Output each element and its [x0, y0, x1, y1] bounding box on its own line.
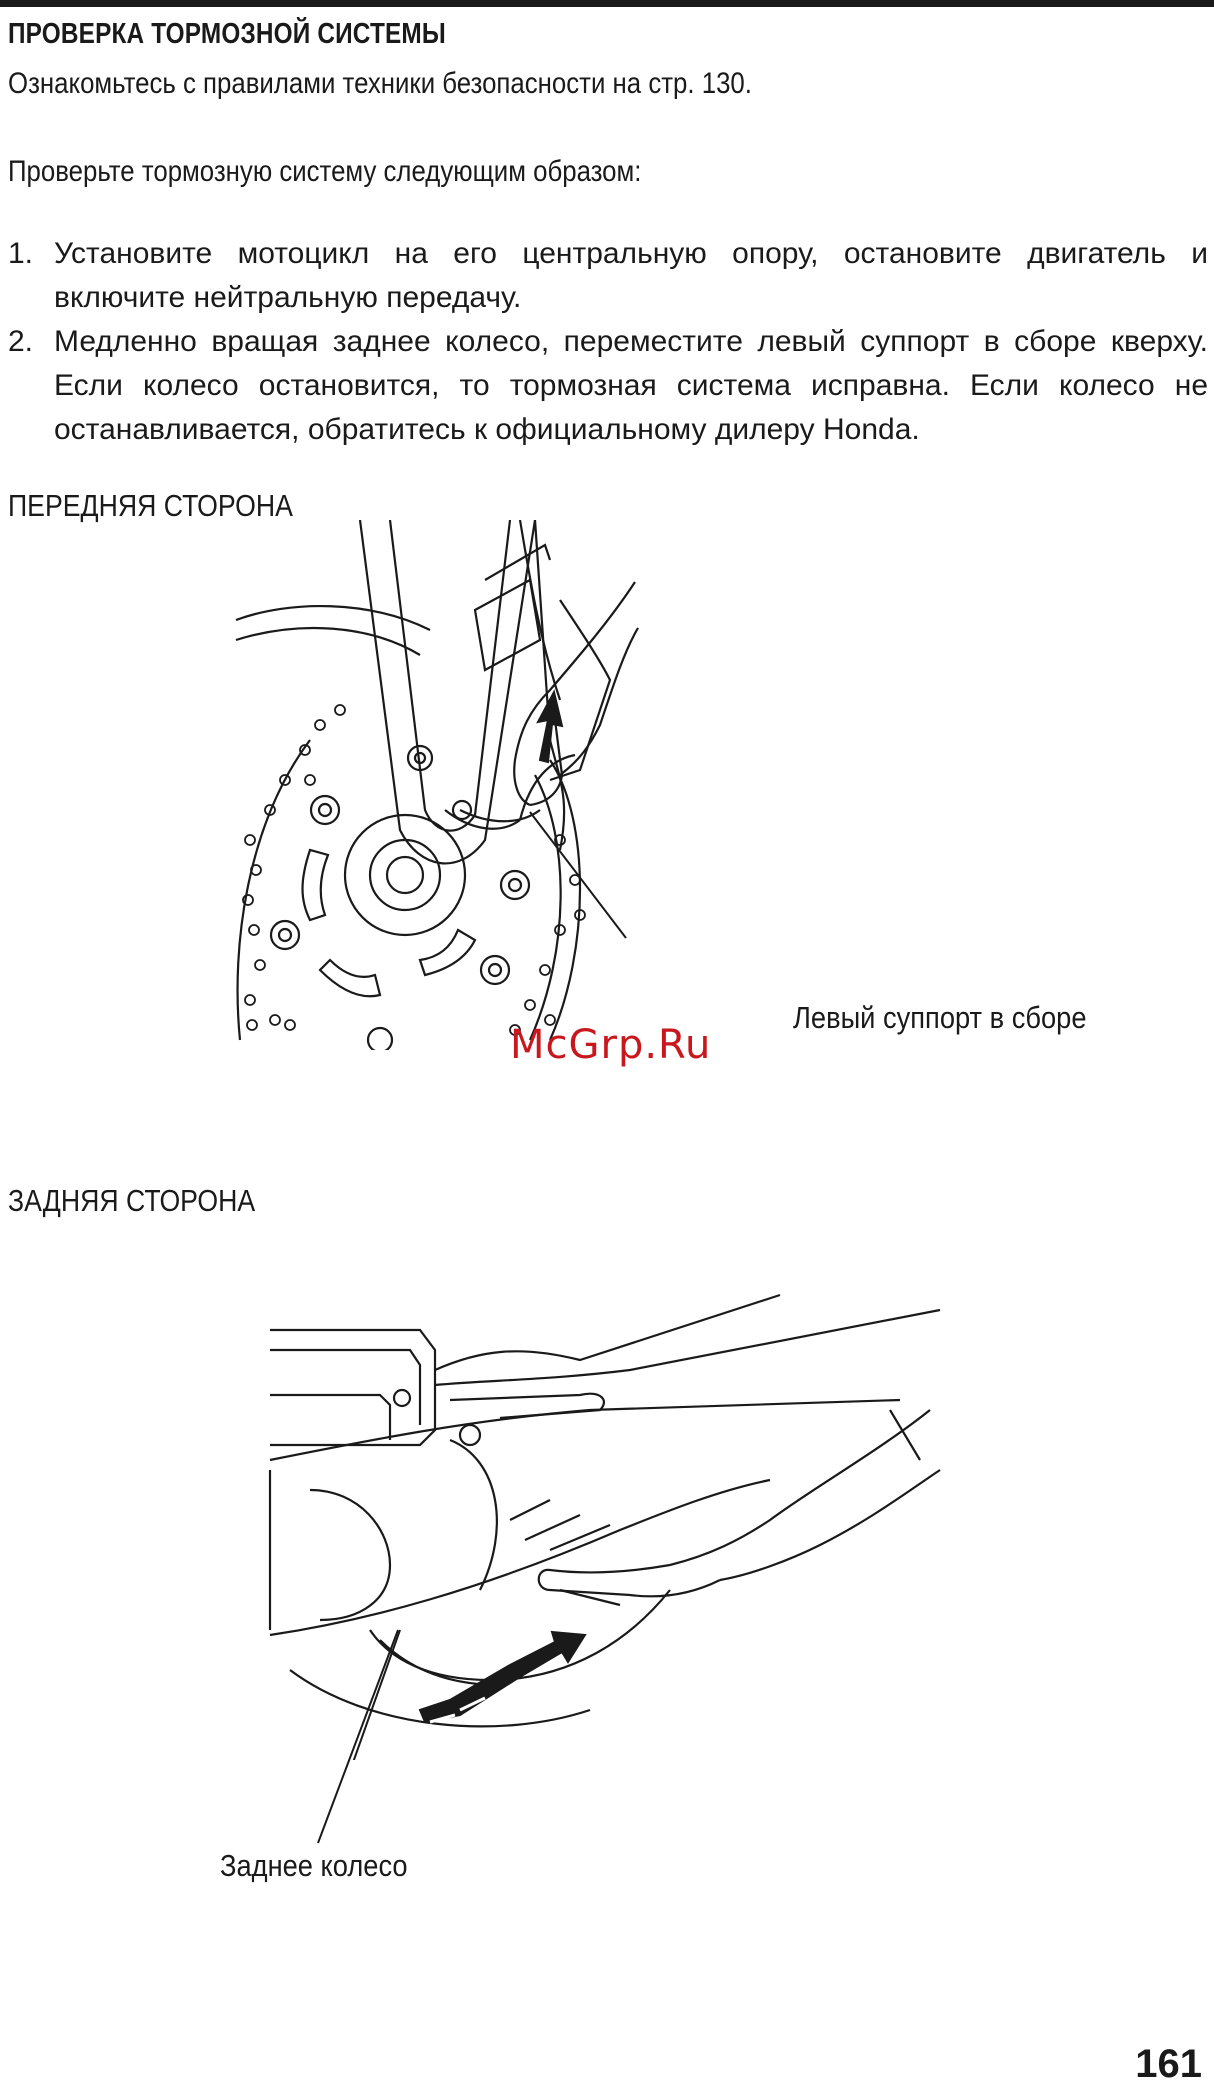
list-item: 2. Медленно вращая заднее колесо, переме… [8, 320, 1208, 452]
step-text: Медленно вращая заднее колесо, перемести… [54, 325, 1208, 446]
front-callout-label: Левый суппорт в сборе [793, 1000, 1087, 1035]
steps-list: 1. Установите мотоцикл на его центральну… [8, 232, 1208, 452]
list-item: 1. Установите мотоцикл на его центральну… [8, 232, 1208, 320]
rear-wheel-illustration [268, 1293, 941, 1760]
watermark-logo: McGrp.Ru [510, 1022, 712, 1068]
step-number: 2. [8, 325, 34, 358]
intro-text: Проверьте тормозную систему следующим об… [8, 155, 642, 188]
front-brake-illustration [235, 520, 639, 1050]
step-number: 1. [8, 237, 34, 270]
step-text: Установите мотоцикл на его центральную о… [54, 237, 1208, 314]
page-number: 161 [1135, 2042, 1202, 2086]
safety-note: Ознакомьтесь с правилами техники безопас… [8, 67, 752, 100]
rear-callout-label: Заднее колесо [220, 1848, 408, 1883]
rear-heading: ЗАДНЯЯ СТОРОНА [8, 1183, 256, 1218]
front-heading: ПЕРЕДНЯЯ СТОРОНА [8, 488, 293, 523]
rear-callout-leader [317, 1629, 399, 1844]
top-rule [0, 0, 1214, 7]
page-title: ПРОВЕРКА ТОРМОЗНОЙ СИСТЕМЫ [8, 18, 446, 50]
